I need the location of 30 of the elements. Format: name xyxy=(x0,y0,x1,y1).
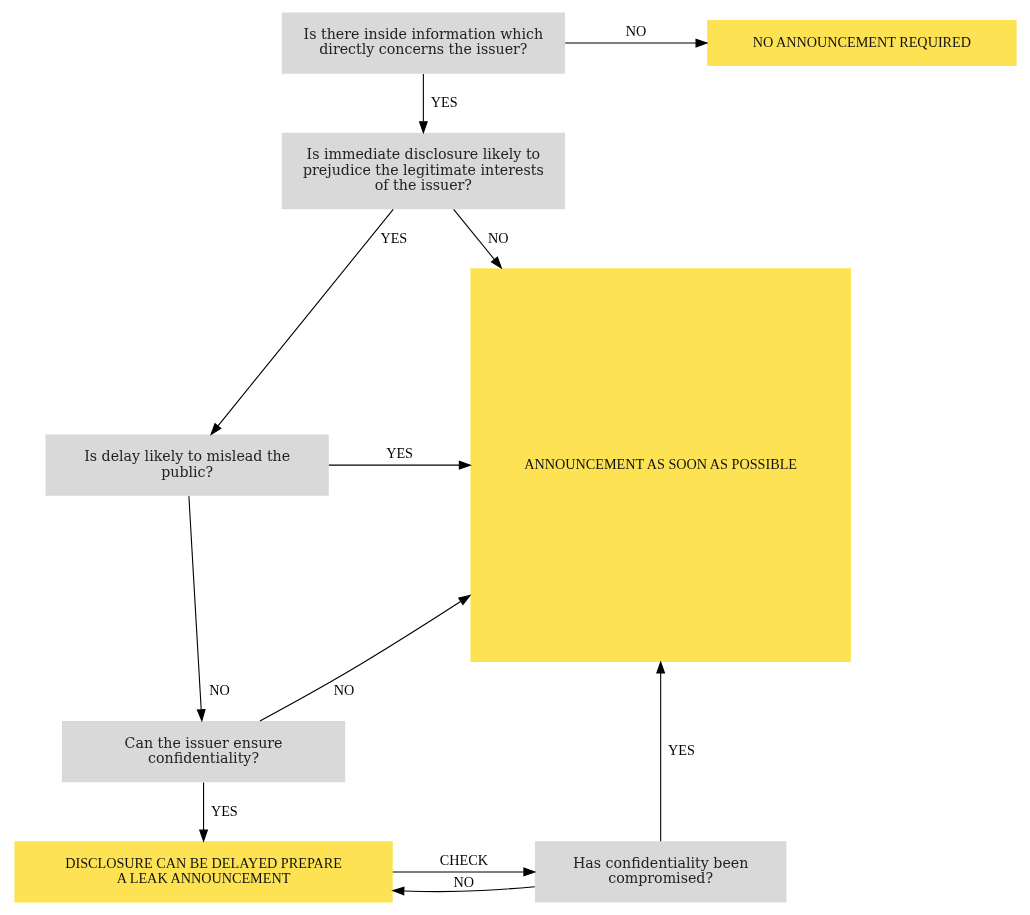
edge-label: NO xyxy=(333,682,354,699)
edge-label: NO xyxy=(487,229,509,246)
arrow xyxy=(327,460,472,470)
arrow xyxy=(564,38,709,48)
node-box: Has confidentiality been compromised? xyxy=(534,841,786,903)
node-box: ANNOUNCEMENT AS SOON AS POSSIBLE xyxy=(469,268,851,662)
edge-label: YES xyxy=(430,93,458,110)
edge-label: YES xyxy=(379,229,407,246)
arrow xyxy=(187,495,206,723)
arrow xyxy=(390,886,535,896)
edge-label: NO xyxy=(453,873,474,890)
node-box: Can the issuer ensure confidentiality? xyxy=(61,721,345,783)
node-box: Is delay likely to mislead the public? xyxy=(45,434,329,496)
node-box: Is immediate disclosure likely to prejudice the legitimate interests of the issuer? xyxy=(281,132,565,210)
edge-label: NO xyxy=(208,682,230,699)
edge-label: CHECK xyxy=(439,851,488,868)
node-box: DISCLOSURE CAN BE DELAYED PREPARE A LEAK ANNOUNCEMENT xyxy=(13,841,393,903)
node-box: Is there inside information which directly concerns the issuer? xyxy=(281,12,565,74)
arrow xyxy=(655,660,665,842)
edge-label: NO xyxy=(625,22,646,39)
edge-label: YES xyxy=(667,742,695,759)
arrow xyxy=(418,73,428,135)
node-box: NO ANNOUNCEMENT REQUIRED xyxy=(706,20,1017,66)
arrow xyxy=(452,208,502,270)
arrow xyxy=(209,208,394,436)
arrow xyxy=(198,782,208,843)
edge-label: YES xyxy=(210,802,238,819)
edge-label: YES xyxy=(385,444,413,461)
arrow xyxy=(391,867,536,877)
arrow xyxy=(258,594,471,722)
